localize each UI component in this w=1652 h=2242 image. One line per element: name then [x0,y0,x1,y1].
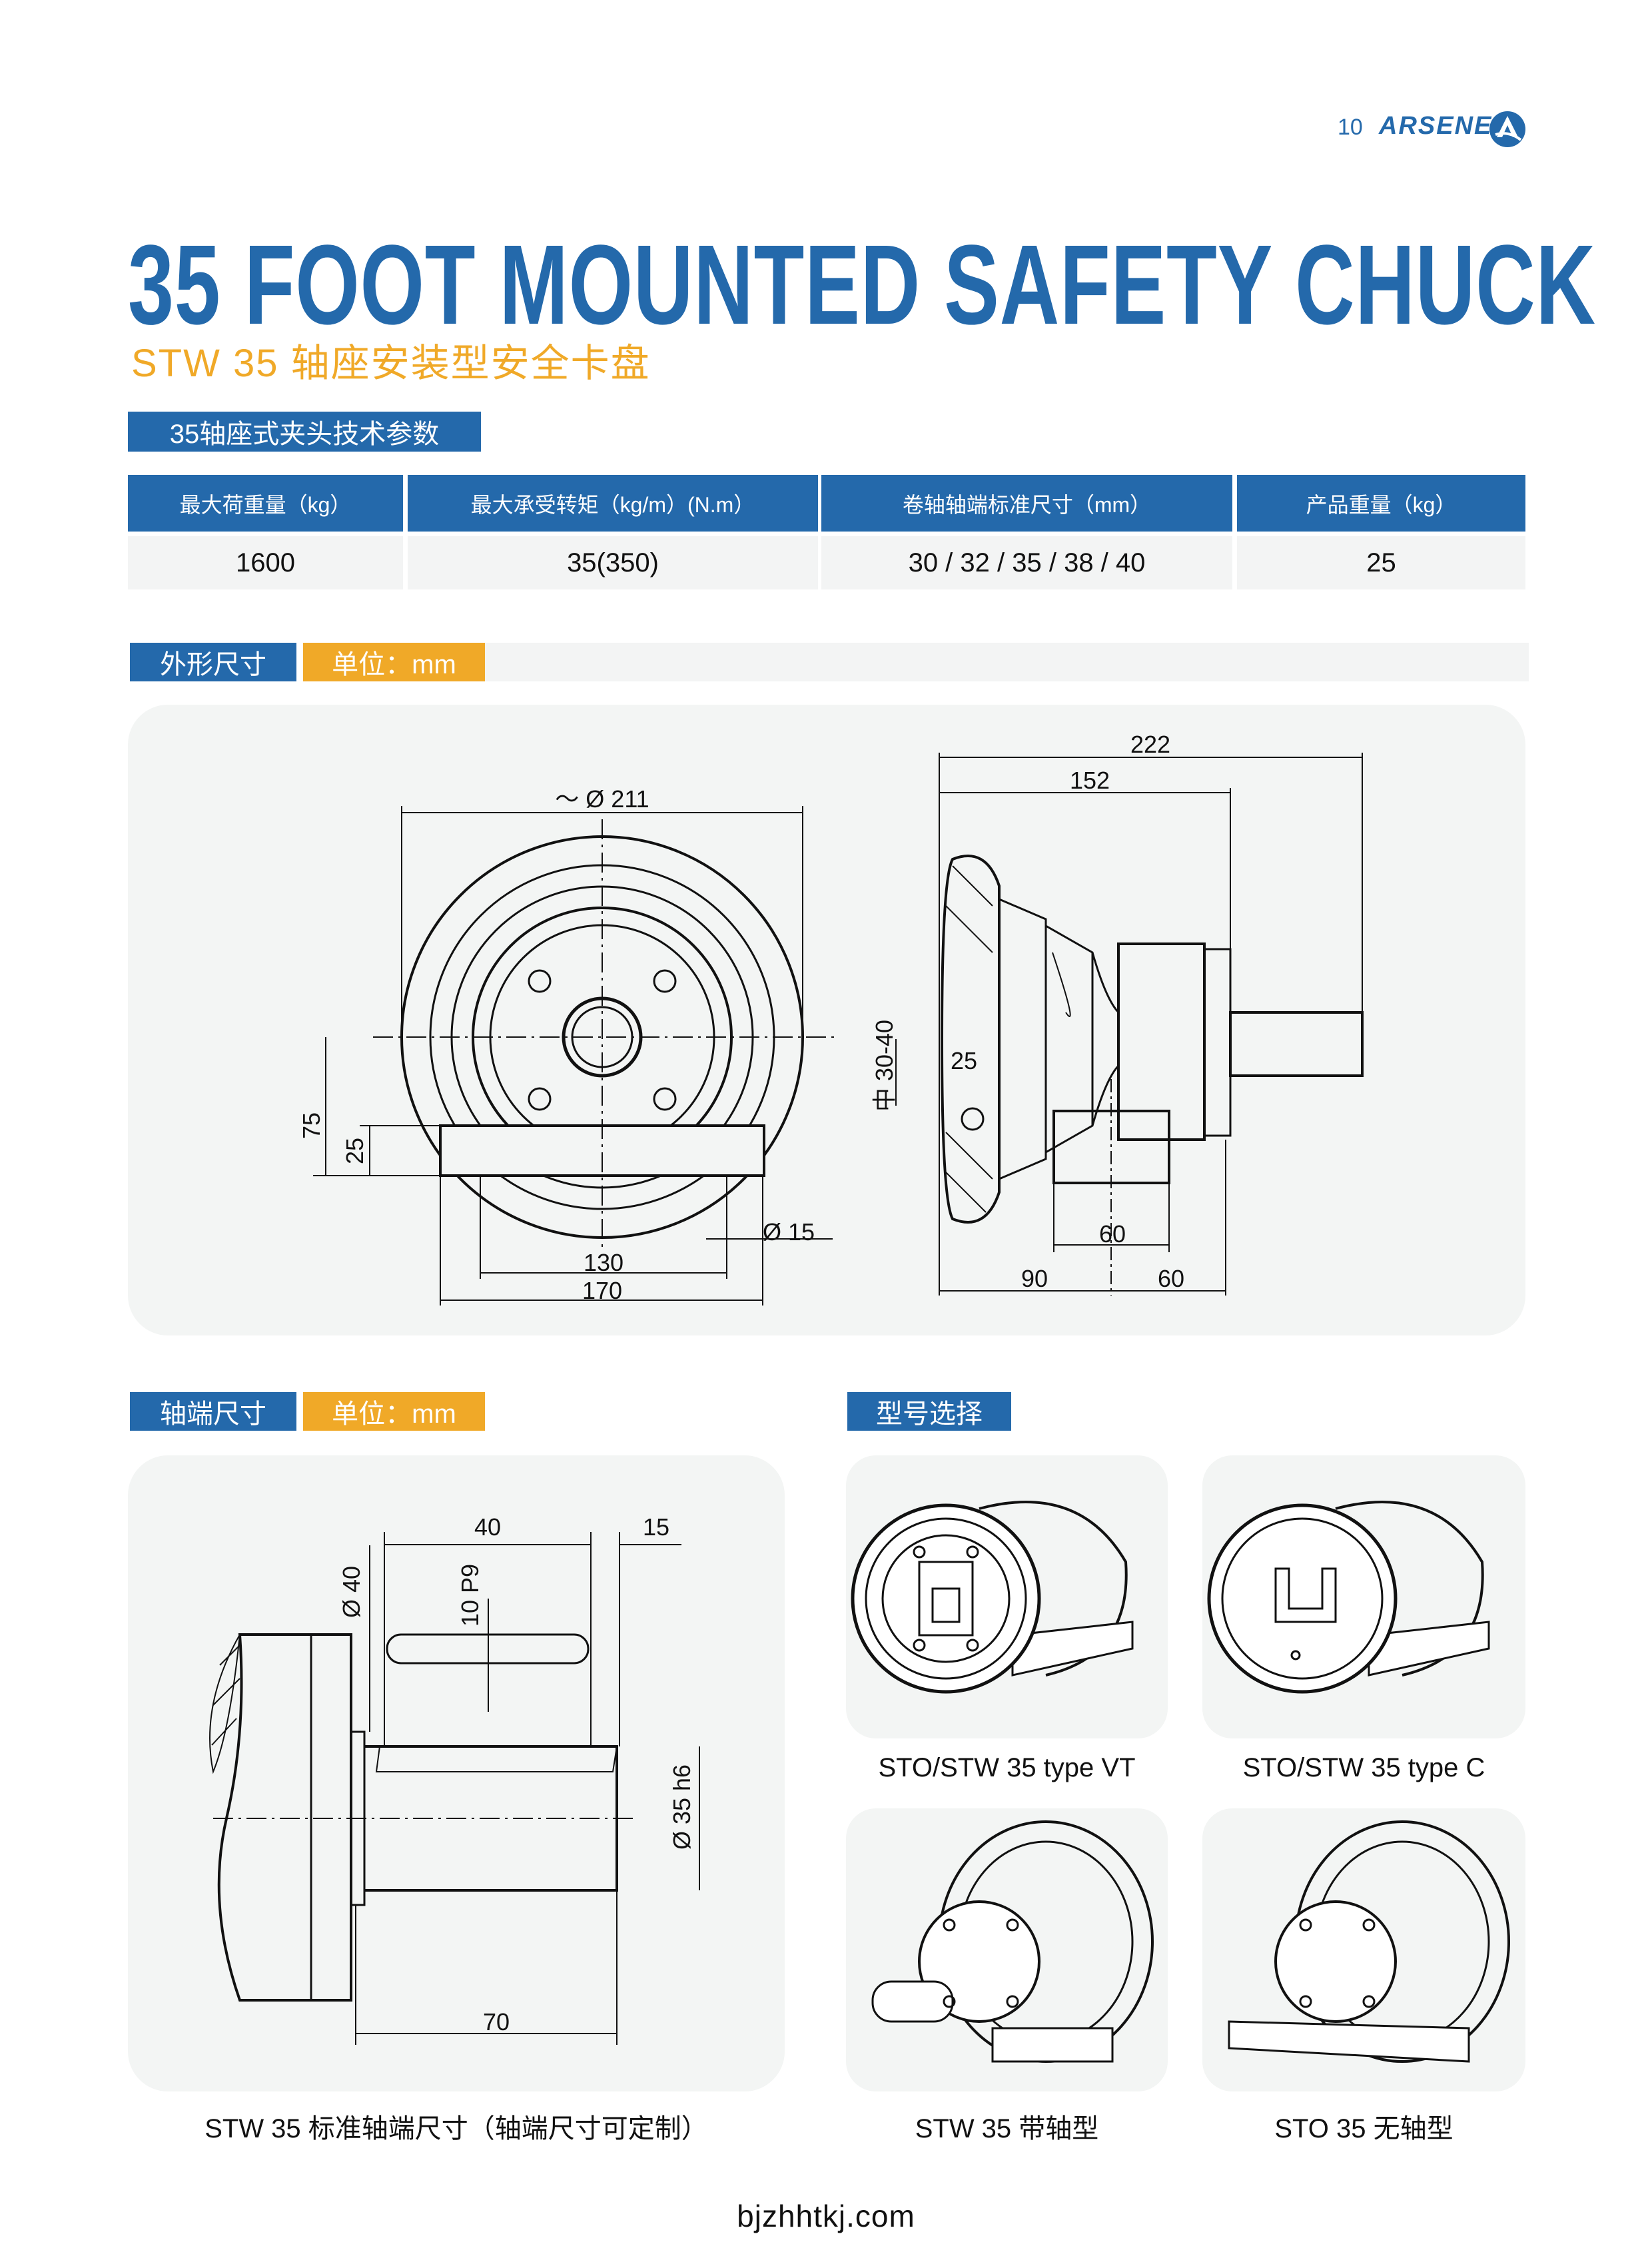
page-title: 35 FOOT MOUNTED SAFETY CHUCK [128,222,1596,348]
dimensions-unit-label: 单位：mm [303,643,485,681]
dim-front-75: 75 [298,1112,325,1139]
spec-value-max-load: 1600 [128,536,403,589]
dim-side-60: 60 [1158,1265,1184,1292]
page-number: 10 [1338,115,1363,140]
models-section-label: 型号选择 [847,1392,1011,1431]
model-label-vt: STO/STW 35 type VT [878,1753,1136,1782]
dim-front-25: 25 [341,1138,368,1164]
dim-shaft-40: 40 [474,1513,501,1541]
dim-side-222: 222 [1130,731,1170,758]
dimension-drawing-panel: ～ Ø 211 130 170 Ø 15 75 25 222 152 中 30-… [128,705,1525,1335]
spec-header-weight: 产品重量（kg） [1237,475,1525,532]
spec-header-max-load: 最大荷重量（kg） [128,475,403,532]
dim-side-25: 25 [951,1047,977,1074]
dim-front-170: 170 [582,1277,622,1304]
dimension-drawing: ～ Ø 211 130 170 Ø 15 75 25 222 152 中 30-… [298,731,1364,1306]
dim-side-152: 152 [1070,767,1110,794]
model-label-with-shaft: STW 35 带轴型 [915,2114,1099,2143]
shaft-section-label: 轴端尺寸 [130,1392,296,1431]
dim-front-hole: Ø 15 [763,1218,815,1246]
model-card-vt[interactable] [846,1455,1168,1738]
dim-shaft-70: 70 [483,2008,510,2036]
dimensions-section-label: 外形尺寸 [130,643,296,681]
shaft-drawing-panel: 40 15 Ø 40 10 P9 Ø 35 h6 70 [128,1455,785,2091]
shaft-caption: STW 35 标准轴端尺寸（轴端尺寸可定制） [205,2114,708,2143]
footer-url: bjzhhtkj.com [737,2199,915,2233]
chuck-with-shaft-image [871,1820,1154,2063]
chuck-vt-image [851,1501,1134,1694]
dim-shaft-15: 15 [643,1513,669,1541]
dim-shaft-dia40: Ø 40 [338,1566,365,1618]
shaft-drawing: 40 15 Ø 40 10 P9 Ø 35 h6 70 [209,1513,700,2045]
dim-side-90: 90 [1021,1265,1048,1292]
spec-value-weight: 25 [1237,536,1525,589]
spec-value-max-torque: 35(350) [408,536,818,589]
dim-side-bore: 中 30-40 [871,1020,898,1112]
model-card-c[interactable] [1202,1455,1525,1738]
dim-side-foot-60: 60 [1099,1220,1126,1248]
front-view [313,806,839,1306]
model-card-no-shaft[interactable] [1202,1808,1525,2091]
model-label-no-shaft: STO 35 无轴型 [1274,2114,1453,2143]
page-subtitle: STW 35 轴座安装型安全卡盘 [131,342,651,385]
model-card-with-shaft[interactable] [846,1808,1168,2091]
side-view [895,753,1364,1296]
chuck-c-image [1207,1501,1490,1694]
section-bar [485,643,1529,681]
brand-name: ARSENE [1379,112,1493,140]
dim-front-130: 130 [584,1249,623,1276]
model-label-c: STO/STW 35 type C [1242,1753,1485,1782]
dim-front-diameter: ～ Ø 211 [555,785,649,813]
spec-header-max-torque: 最大承受转矩（kg/m）(N.m） [408,475,818,532]
brand-logo-icon [1489,111,1525,147]
shaft-unit-label: 单位：mm [303,1392,485,1431]
chuck-no-shaft-image [1228,1820,1510,2063]
dim-shaft-dia35: Ø 35 h6 [668,1764,695,1850]
spec-value-shaft-size: 30 / 32 / 35 / 38 / 40 [821,536,1232,589]
dim-shaft-key: 10 P9 [456,1564,484,1627]
specs-section-label: 35轴座式夹头技术参数 [128,412,481,452]
spec-header-shaft-size: 卷轴轴端标准尺寸（mm） [821,475,1232,532]
